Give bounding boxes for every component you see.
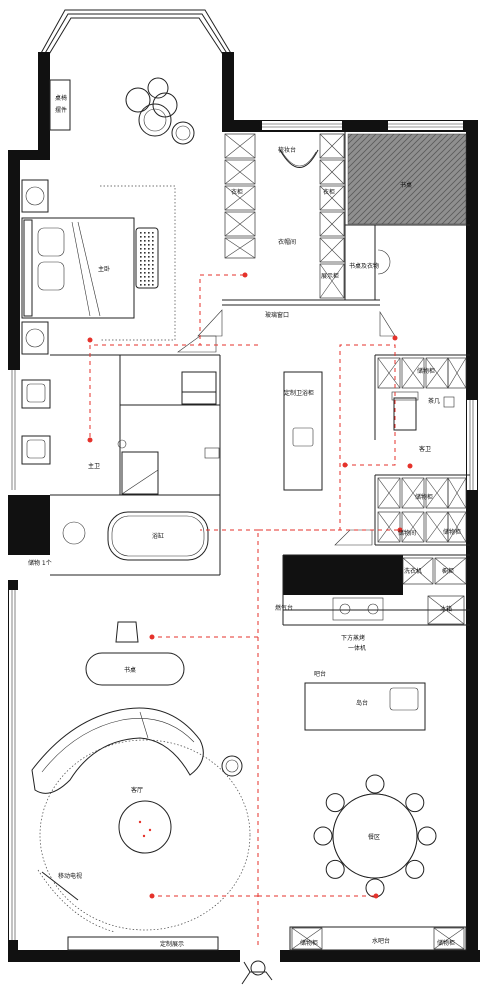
label-custom-shelf: 定制展示 — [160, 940, 184, 948]
cabinet-box — [402, 557, 434, 585]
cabinet-box — [447, 511, 467, 543]
cabinet-box — [224, 159, 256, 185]
label-bay-seat-1: 桌椅 — [55, 94, 67, 102]
label-guest-bath: 客卫 — [419, 445, 431, 453]
label-study: 书桌 — [400, 181, 412, 189]
label-side-cab-left: 储物柜 — [300, 939, 318, 947]
label-cloakroom: 衣帽间 — [278, 238, 296, 246]
cabinet-box — [224, 185, 256, 211]
label-wardrobe-left: 衣柜 — [231, 188, 243, 196]
cabinet-box — [427, 595, 465, 625]
cabinet-box — [377, 357, 401, 389]
study-floor-hatch — [347, 133, 467, 225]
label-living-room: 客厅 — [131, 786, 143, 794]
cabinet-box — [224, 237, 256, 259]
person-icon — [241, 960, 273, 985]
label-custom-sink: 定制卫浴柜 — [284, 389, 314, 397]
label-note-1: 储物 1个 — [28, 559, 52, 567]
label-glass-window: 玻璃窗口 — [265, 311, 289, 319]
label-dining: 餐区 — [368, 833, 380, 841]
cabinet-box — [425, 477, 449, 509]
label-fridge: 冰箱 — [440, 605, 452, 613]
cabinet-box — [224, 133, 256, 159]
circulation-path — [87, 272, 413, 945]
dining-chair — [405, 859, 425, 879]
label-range: 燃气台 — [275, 604, 293, 612]
label-oven-combo-2: 一体机 — [348, 644, 366, 652]
label-utility: 储物间 — [398, 529, 416, 537]
label-bathtub: 浴缸 — [152, 532, 164, 540]
label-island: 岛台 — [356, 699, 368, 707]
label-wardrobe-right: 衣柜 — [323, 188, 335, 196]
interior-walls — [50, 132, 470, 626]
label-oven-combo-1: 下方蒸烤 — [341, 634, 365, 642]
dining-chair — [405, 793, 425, 813]
cabinet-box — [425, 511, 449, 543]
label-tea-table: 茶几 — [428, 397, 440, 405]
cabinet-box — [319, 133, 345, 159]
cabinet-box — [434, 557, 467, 585]
label-water-bar: 水吧台 — [372, 937, 390, 945]
label-laundry: 洗衣机 — [404, 567, 422, 575]
cabinet-box — [433, 927, 465, 950]
label-storage-top: 储物柜 — [417, 367, 435, 375]
label-study-clothing: 书桌及衣物 — [349, 262, 379, 270]
furniture — [21, 77, 467, 951]
cabinet-box — [319, 263, 345, 299]
cabinet-box — [377, 477, 401, 509]
label-master-bedroom: 主卧 — [98, 265, 110, 273]
cabinet-box — [291, 927, 323, 950]
cabinet-box — [319, 237, 345, 263]
label-master-bath: 主卫 — [88, 462, 100, 470]
label-display-cabinet: 展示柜 — [321, 272, 339, 280]
cabinet-box — [401, 511, 425, 543]
cabinet-box — [401, 357, 425, 389]
dining-table — [332, 793, 418, 879]
dining-chair — [325, 793, 345, 813]
label-side-cab-right: 储物柜 — [437, 939, 455, 947]
labels: 桌椅 主卧 梳妆台 衣柜 衣柜 衣帽间 展示柜 书桌 书桌及衣物 玻璃窗口 主卫… — [28, 94, 461, 948]
dining-chair — [325, 859, 345, 879]
cabinet-box — [319, 185, 345, 211]
label-storage-right: 储物柜 — [443, 528, 461, 536]
label-dressing-table: 梳妆台 — [278, 146, 296, 154]
cabinet-box — [447, 357, 467, 389]
cabinet-box — [447, 477, 467, 509]
cabinet-boxes — [224, 133, 467, 950]
cabinet-box — [224, 211, 256, 237]
label-kitchen-cabinet: 橱柜 — [442, 567, 454, 575]
dining-chair — [365, 774, 385, 794]
cabinet-box — [319, 159, 345, 185]
cabinet-box — [319, 211, 345, 237]
label-bar-counter: 吧台 — [314, 670, 326, 678]
label-study-desk: 书桌 — [124, 666, 136, 674]
dining-chair — [313, 826, 333, 846]
cabinet-box — [401, 477, 425, 509]
cabinet-box — [377, 511, 401, 543]
outer-walls — [8, 9, 480, 962]
label-storage-mid: 储物柜 — [415, 493, 433, 501]
label-tv-set: 移动电视 — [58, 872, 82, 880]
dining-chair — [417, 826, 437, 846]
label-bay-seat-2: 摆件 — [55, 106, 67, 114]
lounge-chairs — [125, 77, 195, 145]
